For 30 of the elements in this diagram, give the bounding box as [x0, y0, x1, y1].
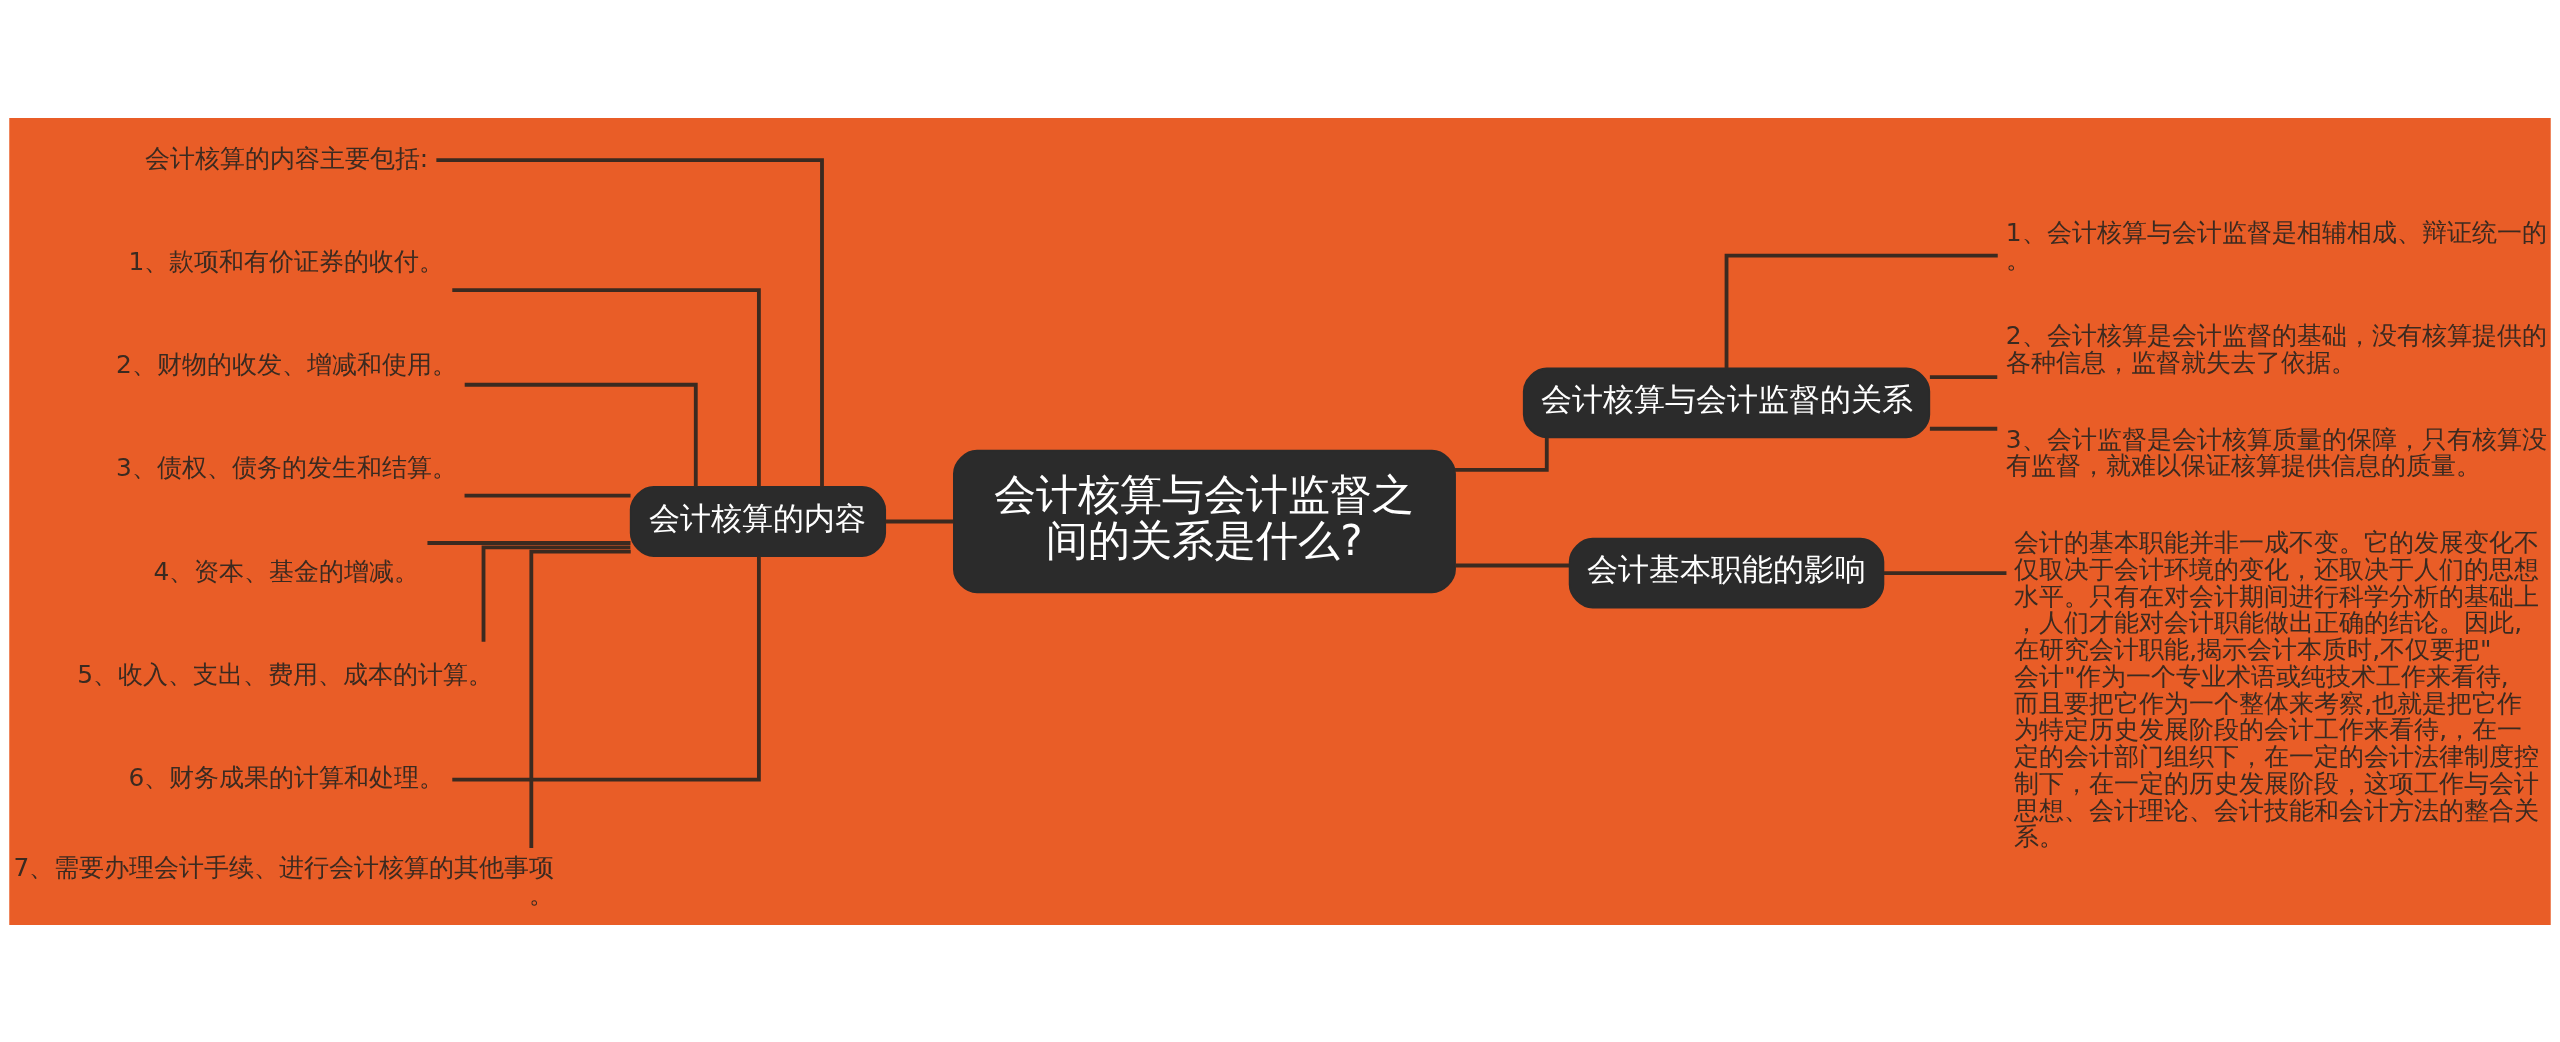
connector — [436, 157, 824, 487]
node-box: 会计基本职能的影响 — [1568, 537, 1885, 608]
node-text: 4、资本、基金的增减。 — [153, 556, 420, 586]
connector — [1883, 570, 2007, 575]
connector — [1929, 426, 1998, 431]
node-text: 2、会计核算是会计监督的基础，没有核算提供的各种信息，监督就失去了依据。 — [2005, 320, 2547, 377]
node-box: 会计核算与会计监督之间的关系是什么? — [953, 449, 1456, 593]
node-text: 3、债权、债务的发生和结算。 — [115, 452, 457, 482]
node-text: 7、需要办理会计手续、进行会计核算的其他事项。 — [13, 852, 555, 909]
node-box: 会计核算与会计监督的关系 — [1522, 367, 1931, 438]
node-text: 3、会计监督是会计核算质量的保障，只有核算没有监督，就难以保证核算提供信息的质量。 — [2005, 424, 2547, 480]
node-text: 6、财务成果的计算和处理。 — [128, 762, 445, 792]
connector — [529, 549, 631, 848]
connector — [1929, 374, 1998, 379]
node-text: 会计核算的内容主要包括: — [144, 143, 429, 173]
node-text: 1、会计核算与会计监督是相辅相成、辩证统一的。 — [2005, 217, 2547, 274]
connector — [427, 540, 631, 545]
node-text: 1、款项和有价证券的收付。 — [128, 246, 445, 276]
connector — [464, 493, 631, 498]
connector — [464, 382, 698, 487]
node-text: 5、收入、支出、费用、成本的计算。 — [77, 659, 494, 689]
connector — [481, 544, 631, 642]
connector — [885, 519, 954, 523]
connector — [1455, 563, 1569, 567]
connector — [452, 555, 761, 782]
node-box: 会计核算的内容 — [629, 485, 887, 557]
connector — [1724, 253, 1998, 368]
node-text: 会计的基本职能并非一成不变。它的发展变化不仅取决于会计环境的变化，还取决于人们的思想水平。只有在对会计期间进行科学分析的基础上，人们才能对会计职能做出正确的结论。因此,在研究会计职能,揭示会计本质时,不仅要把"会计"作为一个专业术语或纯技术工作来看待,而且要把它作为一个整体来考察,也就是把它作为特定历史发展阶段的会计工作来看待,，在一定的会计部门组织下，在一定的会计法律制度控制下，在一定的历史发展阶段，这项工作与会计思想、会计理论、会计技能和会计方法的整合关系。 — [2014, 527, 2540, 851]
connector — [452, 287, 761, 487]
node-text: 2、财物的收发、增减和使用。 — [115, 349, 457, 379]
